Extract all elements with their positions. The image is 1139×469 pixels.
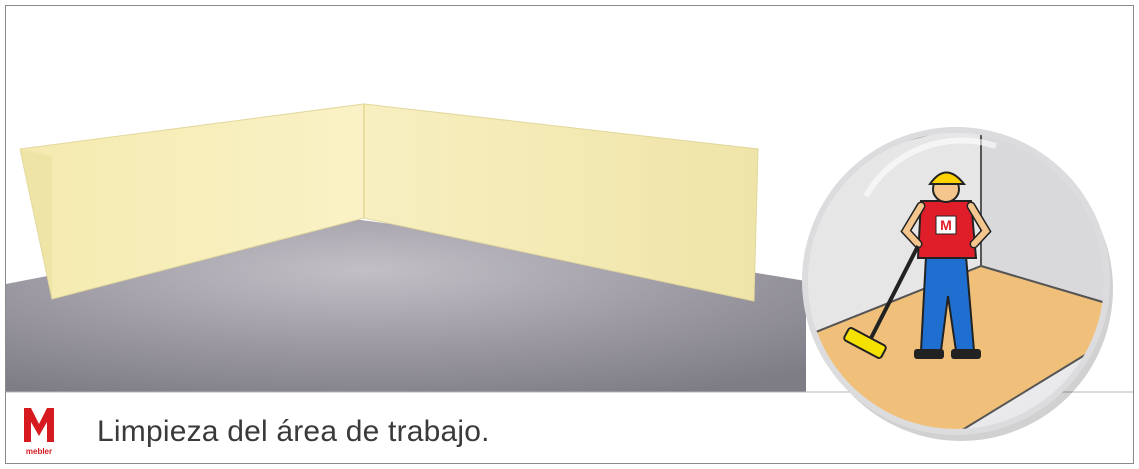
mebler-logo: mebler (23, 408, 55, 456)
caption-bar: mebler Limpieza del área de trabajo. (6, 398, 1133, 463)
illustration-frame: M mebler Limpieza d (5, 5, 1134, 464)
svg-text:mebler: mebler (26, 447, 52, 456)
worker-figure: M (843, 171, 992, 359)
scene-illustration: M (6, 103, 1133, 441)
svg-text:M: M (940, 217, 952, 233)
caption-text: Limpieza del área de trabajo. (97, 415, 490, 448)
